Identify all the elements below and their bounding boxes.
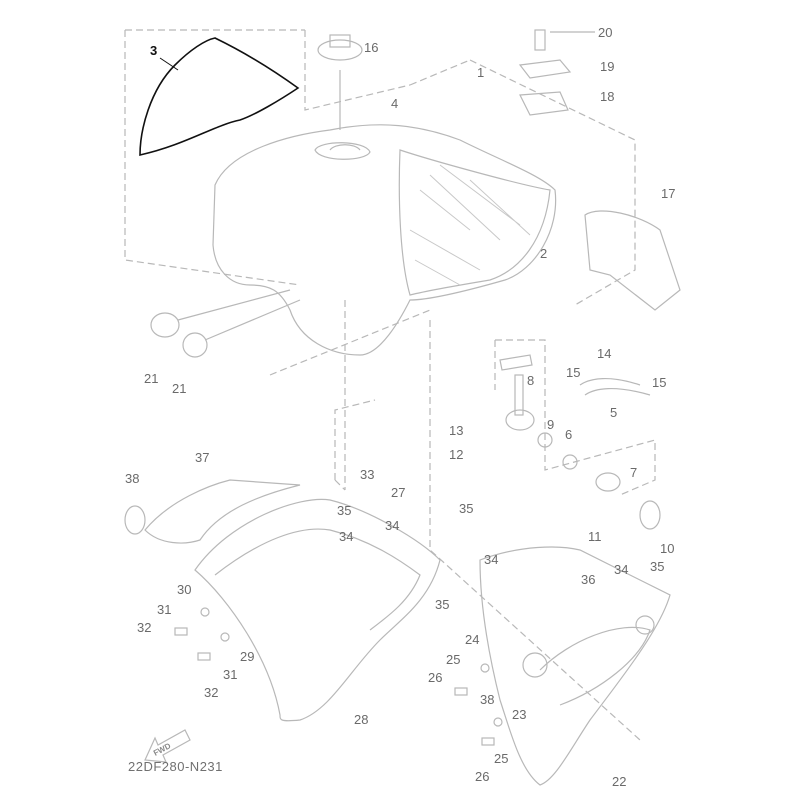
callout-34b: 34	[339, 529, 354, 544]
callout-19: 19	[600, 59, 615, 74]
side-cover-left	[194, 498, 441, 722]
callout-35b: 35	[459, 501, 474, 516]
side-cover-right	[479, 546, 671, 786]
callout-25b: 25	[494, 751, 509, 766]
callout-34a: 34	[385, 518, 400, 533]
callout-38a: 38	[125, 471, 140, 486]
decal-37	[144, 479, 301, 544]
fuel-tank	[212, 124, 557, 356]
callout-8: 8	[527, 373, 535, 388]
callout-15a: 15	[566, 365, 581, 380]
callout-35a: 35	[337, 503, 352, 518]
callout-3: 3	[150, 43, 158, 58]
callout-22: 22	[612, 774, 627, 789]
part-3-highlight	[139, 37, 300, 156]
callout-26a: 26	[428, 670, 443, 685]
drawing-code: 22DF280-N231	[128, 759, 223, 774]
callout-31a: 31	[157, 602, 172, 617]
callout-30: 30	[177, 582, 192, 597]
callout-7: 7	[630, 465, 638, 480]
callout-15b: 15	[652, 375, 667, 390]
callout-27: 27	[391, 485, 406, 500]
callout-5: 5	[610, 405, 618, 420]
callout-23: 23	[512, 707, 527, 722]
callout-24: 24	[465, 632, 480, 647]
callout-33: 33	[360, 467, 375, 482]
callout-13: 13	[449, 423, 464, 438]
callout-9: 9	[547, 417, 555, 432]
callout-38b: 38	[480, 692, 495, 707]
fwd-arrow-icon	[144, 729, 191, 763]
callout-12: 12	[449, 447, 464, 462]
callout-6: 6	[565, 427, 573, 442]
callout-11: 11	[588, 529, 602, 544]
callout-34d: 34	[614, 562, 629, 577]
callout-18: 18	[600, 89, 615, 104]
callout-34c: 34	[484, 552, 499, 567]
callout-35d: 35	[435, 597, 450, 612]
callout-16: 16	[364, 40, 379, 55]
callout-17: 17	[661, 186, 676, 201]
callout-36: 36	[581, 572, 596, 587]
callout-31b: 31	[223, 667, 238, 682]
callout-14: 14	[597, 346, 612, 361]
callout-32a: 32	[137, 620, 152, 635]
callout-21a: 21	[144, 371, 159, 386]
callout-35c: 35	[650, 559, 665, 574]
assembly-guide-lines	[124, 29, 656, 741]
callout-32b: 32	[204, 685, 219, 700]
callout-28: 28	[354, 712, 369, 727]
callout-10: 10	[660, 541, 675, 556]
callout-29: 29	[240, 649, 255, 664]
callout-1: 1	[477, 65, 485, 80]
callout-20: 20	[598, 25, 613, 40]
callout-37: 37	[195, 450, 210, 465]
callout-4: 4	[391, 96, 399, 111]
callout-2: 2	[540, 246, 548, 261]
callout-25a: 25	[446, 652, 461, 667]
callout-26b: 26	[475, 769, 490, 784]
callout-21b: 21	[172, 381, 187, 396]
